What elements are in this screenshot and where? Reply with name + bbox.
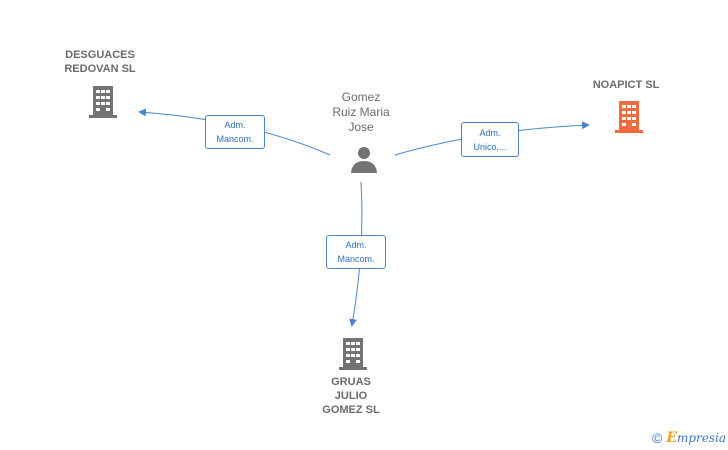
person-icon[interactable]: [349, 144, 379, 174]
brand-e: E: [666, 430, 677, 446]
building-icon[interactable]: [613, 99, 645, 133]
relation-label-gruas: Adm. Mancom.: [326, 235, 386, 269]
brand-logo: © Empresia: [652, 430, 726, 446]
relation-role: Adm.: [224, 120, 246, 130]
building-icon[interactable]: [87, 84, 119, 118]
relation-type: Mancom.: [216, 134, 254, 144]
relation-role: Adm.: [345, 240, 367, 250]
person-name: Gomez Ruiz Maria Jose: [332, 90, 390, 134]
relation-role: Adm.: [479, 127, 501, 138]
company-name-desguaces[interactable]: DESGUACES REDOVAN SL: [64, 49, 136, 75]
building-icon[interactable]: [337, 336, 369, 370]
relation-type: Mancom.: [337, 254, 375, 264]
company-name-noapict[interactable]: NOAPICT SL: [592, 79, 660, 91]
relation-type: Unico,...: [473, 141, 507, 152]
relation-label-desguaces: Adm. Mancom.: [205, 115, 265, 149]
copyright-icon: ©: [652, 430, 663, 446]
brand-name: mpresia: [677, 431, 727, 445]
relation-label-noapict: Adm. Unico,...: [461, 122, 519, 157]
company-name-gruas[interactable]: GRUAS JULIO GOMEZ SL: [322, 376, 380, 416]
